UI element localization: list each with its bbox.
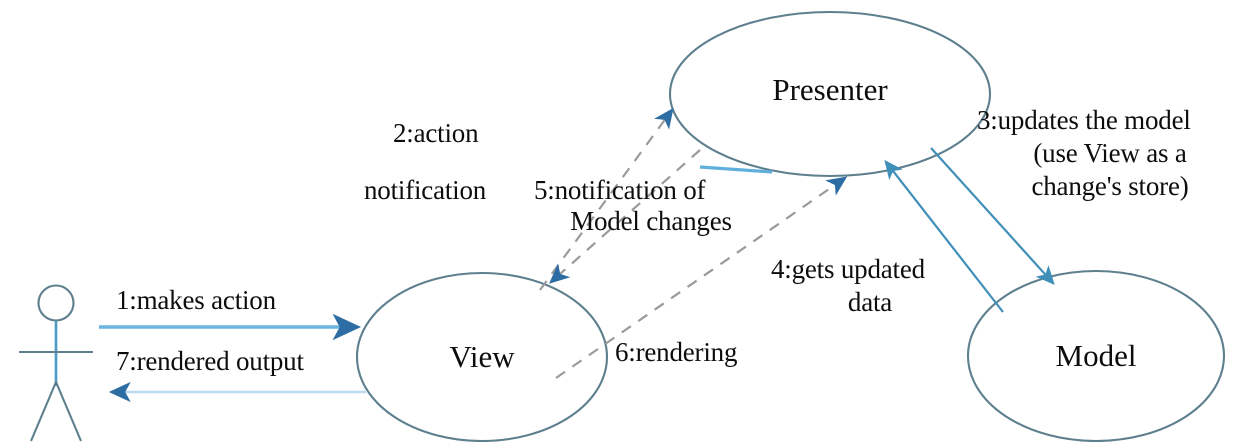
actor-head-icon xyxy=(37,284,75,322)
edge-label-5-model-changes: Model changes xyxy=(570,206,732,236)
edge-3-updates-the-model xyxy=(930,147,1055,285)
edge-label-5-notification-of: 5:notification of xyxy=(534,175,706,205)
node-label-presenter: Presenter xyxy=(772,72,888,107)
edge-6-arrival-stub xyxy=(699,165,773,174)
actor-stick-figure xyxy=(19,284,93,442)
node-ellipse-model[interactable] xyxy=(966,269,1226,442)
node-label-view: View xyxy=(449,339,515,374)
edge-label-3-use-view-as-a: (use View as a xyxy=(1033,138,1187,168)
edge-4-gets-updated-data xyxy=(884,159,1004,313)
edge-label-6-rendering: 6:rendering xyxy=(615,337,738,367)
node-label-model: Model xyxy=(1055,338,1137,373)
edge-label-2-action: 2:action xyxy=(393,118,479,148)
actor-leg-right xyxy=(55,381,82,442)
edge-label-2-notification: notification xyxy=(364,175,487,205)
edge-label-3-changes-store: change's store) xyxy=(1031,171,1189,201)
edge-label-4-data: data xyxy=(847,287,893,317)
edge-label-4-gets-updated: 4:gets updated xyxy=(771,254,925,284)
edge-label-1-makes-action: 1:makes action xyxy=(116,285,276,315)
edge-2-action-notification xyxy=(539,107,674,291)
edge-5-notification-model-changes xyxy=(549,149,701,284)
actor-leg-left xyxy=(30,381,57,442)
node-ellipse-view[interactable] xyxy=(355,271,609,442)
edge-label-3-updates-the-model: 3:updates the model xyxy=(977,105,1191,135)
edge-label-7-rendered-output: 7:rendered output xyxy=(116,346,304,376)
node-ellipse-presenter[interactable] xyxy=(668,10,992,178)
